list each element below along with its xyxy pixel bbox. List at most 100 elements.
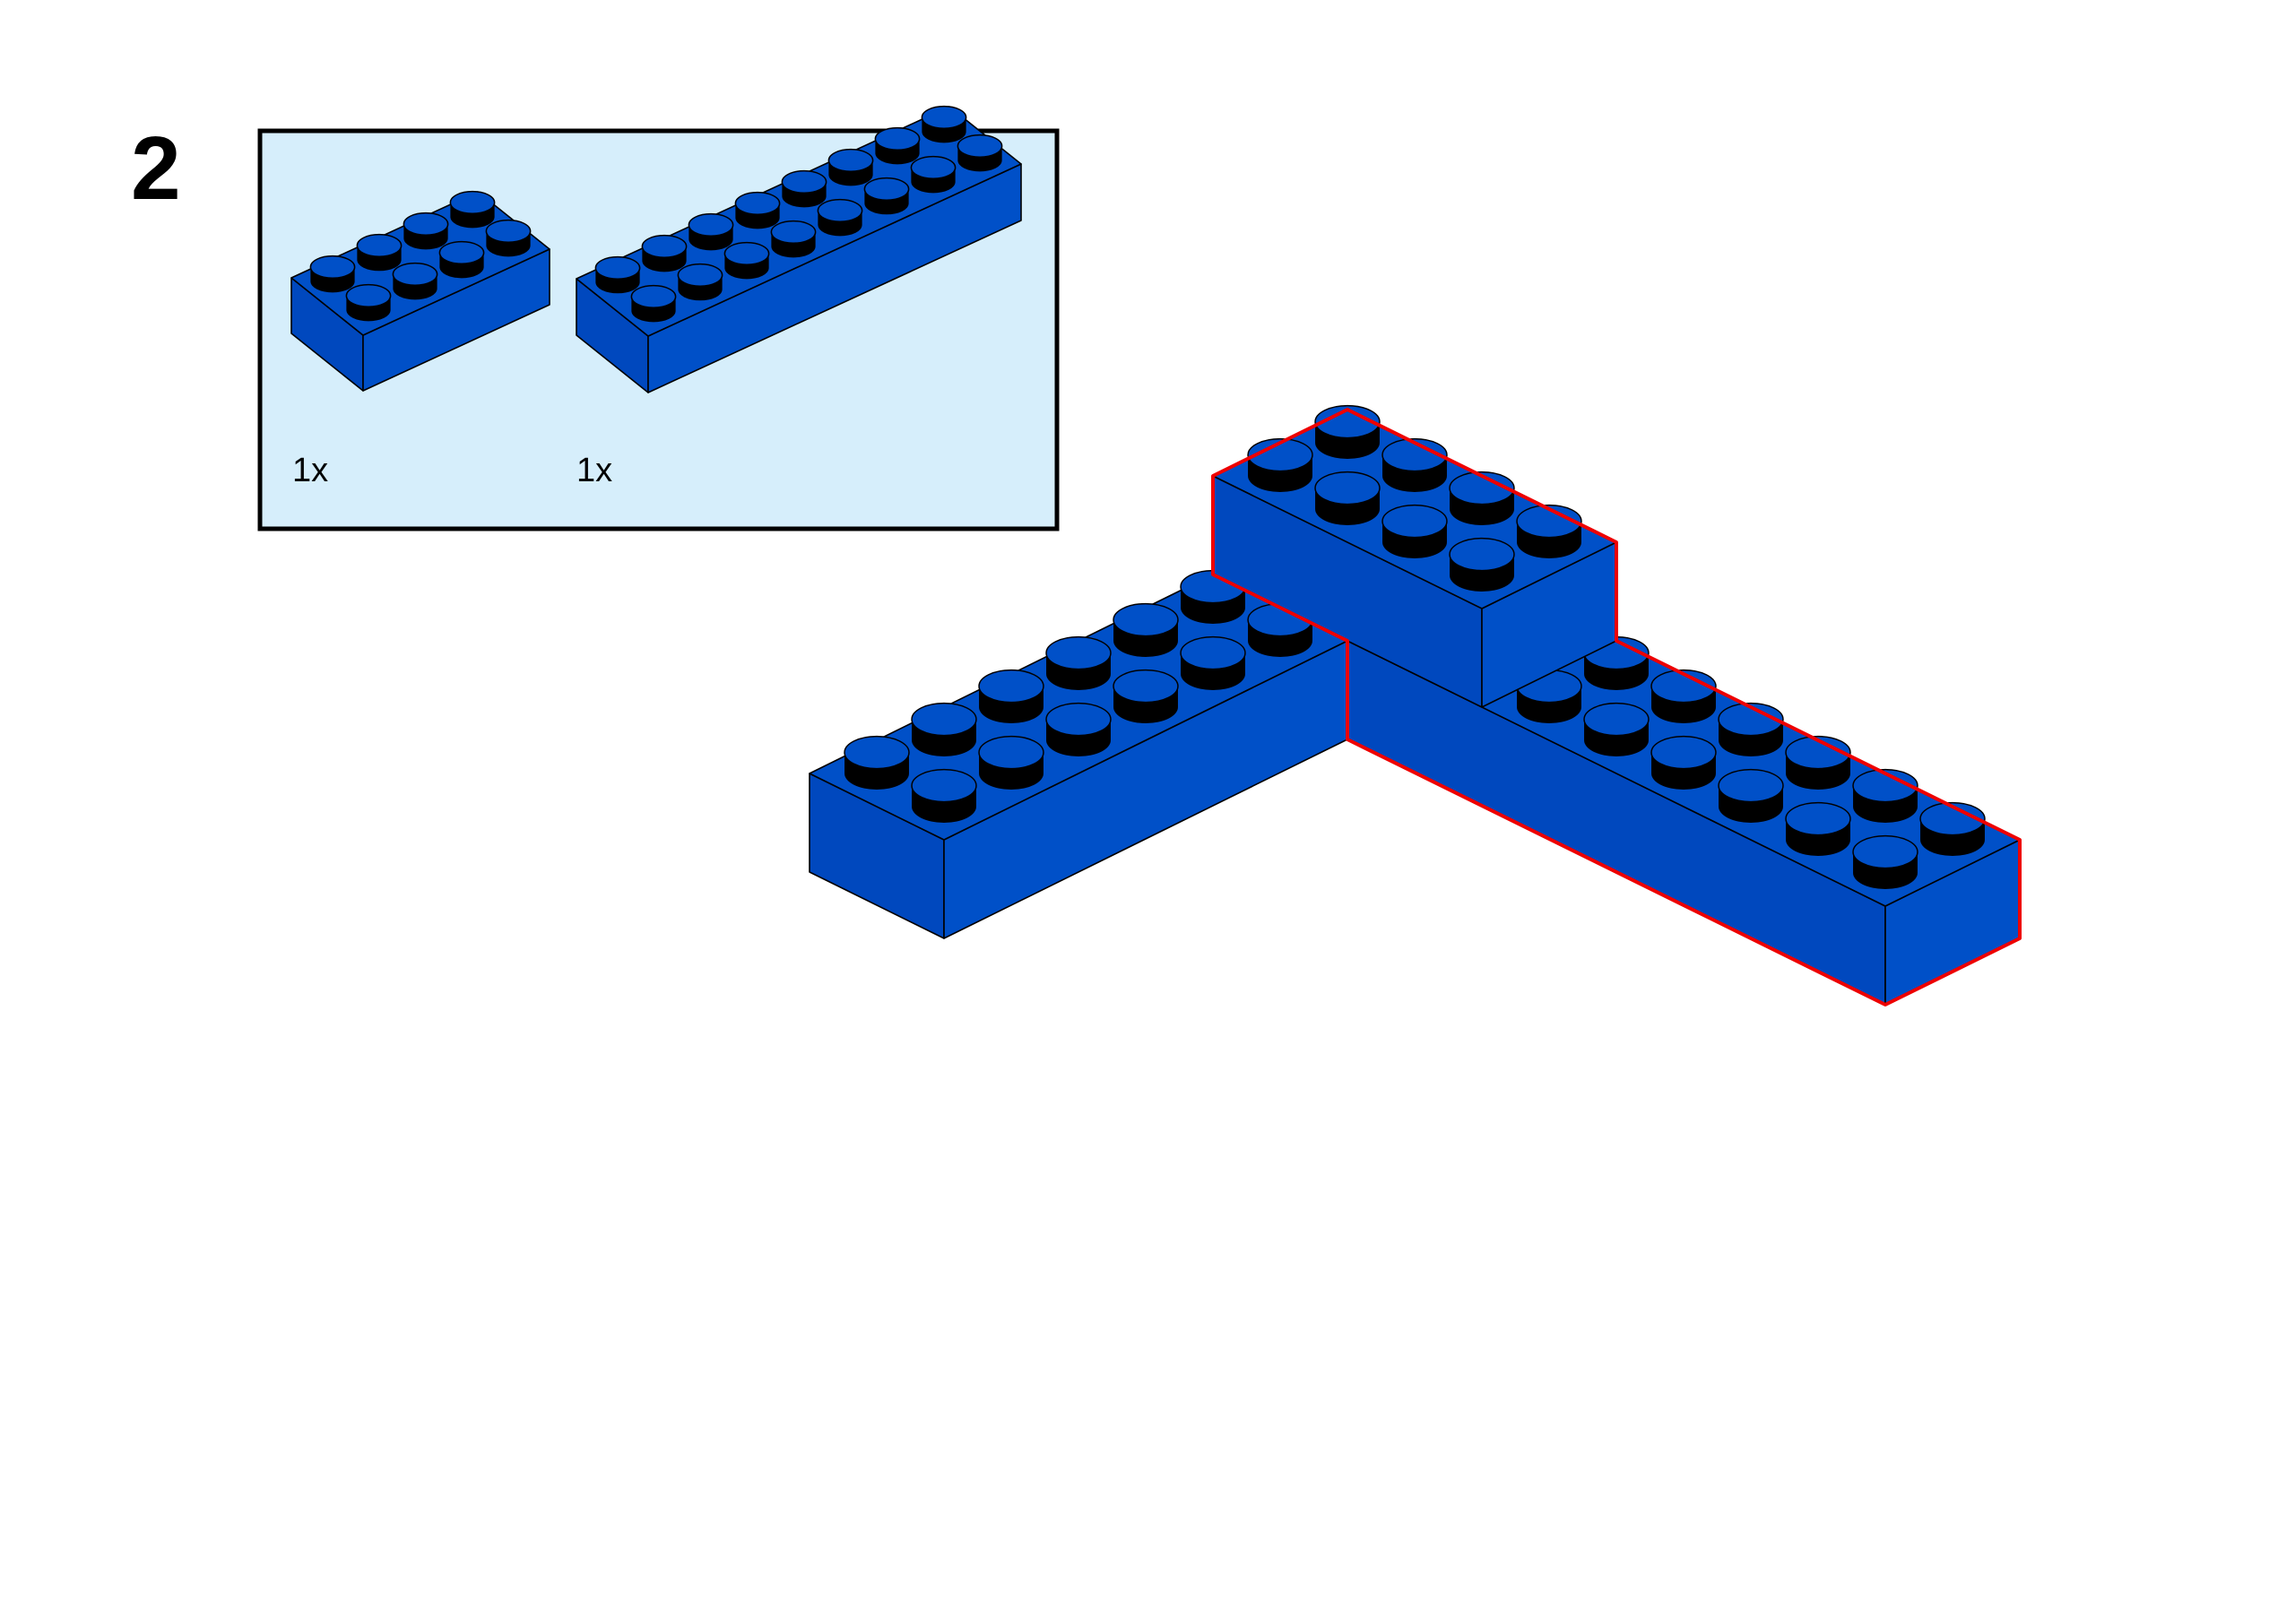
stud-top — [1650, 735, 1717, 770]
stud — [594, 255, 641, 294]
stud — [1919, 801, 1986, 856]
part-quantity: 1x — [576, 452, 612, 489]
stud-top — [723, 241, 770, 266]
stud — [1113, 602, 1179, 657]
stud — [978, 669, 1044, 723]
stud-top — [957, 134, 1003, 159]
stud — [392, 262, 438, 300]
brick — [1212, 404, 1617, 708]
stud — [1852, 834, 1918, 889]
stud-top — [594, 255, 641, 281]
stud-top — [485, 219, 532, 244]
stud — [1045, 635, 1112, 690]
brick — [290, 190, 550, 392]
stud-top — [817, 198, 863, 223]
stud — [438, 240, 485, 279]
stud-top — [781, 169, 827, 194]
stud-top — [1045, 635, 1112, 670]
stud-top — [874, 126, 921, 151]
stud-top — [1381, 437, 1448, 472]
stud-top — [356, 233, 403, 258]
part-brick-2x4 — [290, 190, 550, 392]
stud-top — [1314, 471, 1381, 505]
stud — [844, 735, 910, 790]
stud-top — [1045, 702, 1112, 737]
stud-top — [1852, 768, 1918, 803]
part-brick-2x8 — [576, 105, 1022, 393]
stud-top — [677, 263, 723, 288]
stud-top — [863, 177, 910, 202]
stud — [921, 105, 967, 143]
stud-top — [641, 234, 688, 259]
stud — [1180, 635, 1246, 690]
stud — [1449, 537, 1515, 592]
stud-top — [978, 735, 1044, 770]
stud-top — [1516, 504, 1582, 539]
stud — [345, 283, 392, 322]
stud — [1381, 504, 1448, 558]
stud-top — [1180, 635, 1246, 670]
assembly-model — [809, 404, 2022, 1006]
stud — [677, 263, 723, 301]
stud-top — [345, 283, 392, 308]
stud-top — [910, 155, 957, 180]
stud-top — [630, 284, 677, 309]
stud — [309, 255, 356, 293]
stud-top — [1247, 437, 1313, 472]
stud-top — [770, 220, 817, 245]
stud-top — [1785, 735, 1851, 770]
stud — [688, 212, 734, 251]
stud — [1650, 735, 1717, 790]
stud — [781, 169, 827, 208]
stud-top — [449, 190, 496, 215]
stud-top — [688, 212, 734, 238]
stud-top — [1718, 702, 1784, 737]
stud-top — [844, 735, 910, 770]
brick — [809, 569, 1348, 939]
stud — [911, 702, 977, 756]
stud — [863, 177, 910, 215]
stud-top — [1381, 504, 1448, 539]
stud-top — [1718, 768, 1784, 803]
stud-top — [1650, 669, 1717, 704]
stud — [770, 220, 817, 258]
brick — [576, 105, 1022, 393]
stud — [874, 126, 921, 165]
stud — [485, 219, 532, 257]
stud — [630, 284, 677, 323]
stud-top — [921, 105, 967, 130]
new-part-highlight-outline — [1211, 408, 2022, 1006]
stud — [911, 768, 977, 823]
stud-top — [438, 240, 485, 265]
stud — [1852, 768, 1918, 823]
stud-top — [734, 191, 781, 216]
stud — [1449, 471, 1515, 525]
stud-top — [1314, 404, 1381, 439]
stud-top — [309, 255, 356, 280]
stud — [734, 191, 781, 229]
stud-top — [827, 148, 874, 173]
stud-top — [1852, 834, 1918, 869]
parts-list-box: 1x 1x — [257, 105, 1060, 531]
stud — [1247, 437, 1313, 492]
stud-top — [1449, 537, 1515, 572]
stud — [1785, 801, 1851, 856]
stud — [827, 148, 874, 186]
stud — [356, 233, 403, 272]
stud-top — [1113, 602, 1179, 637]
stud-top — [1113, 669, 1179, 704]
stud — [817, 198, 863, 237]
part-quantity: 1x — [292, 452, 328, 489]
stud-top — [911, 768, 977, 803]
stud — [957, 134, 1003, 172]
stud-top — [1919, 801, 1986, 836]
stud — [449, 190, 496, 229]
stud — [723, 241, 770, 280]
stud-top — [1583, 702, 1650, 737]
stud — [1650, 669, 1717, 723]
stud-top — [1449, 471, 1515, 505]
stud — [1583, 702, 1650, 756]
stud-top — [978, 669, 1044, 704]
stud — [1314, 404, 1381, 459]
